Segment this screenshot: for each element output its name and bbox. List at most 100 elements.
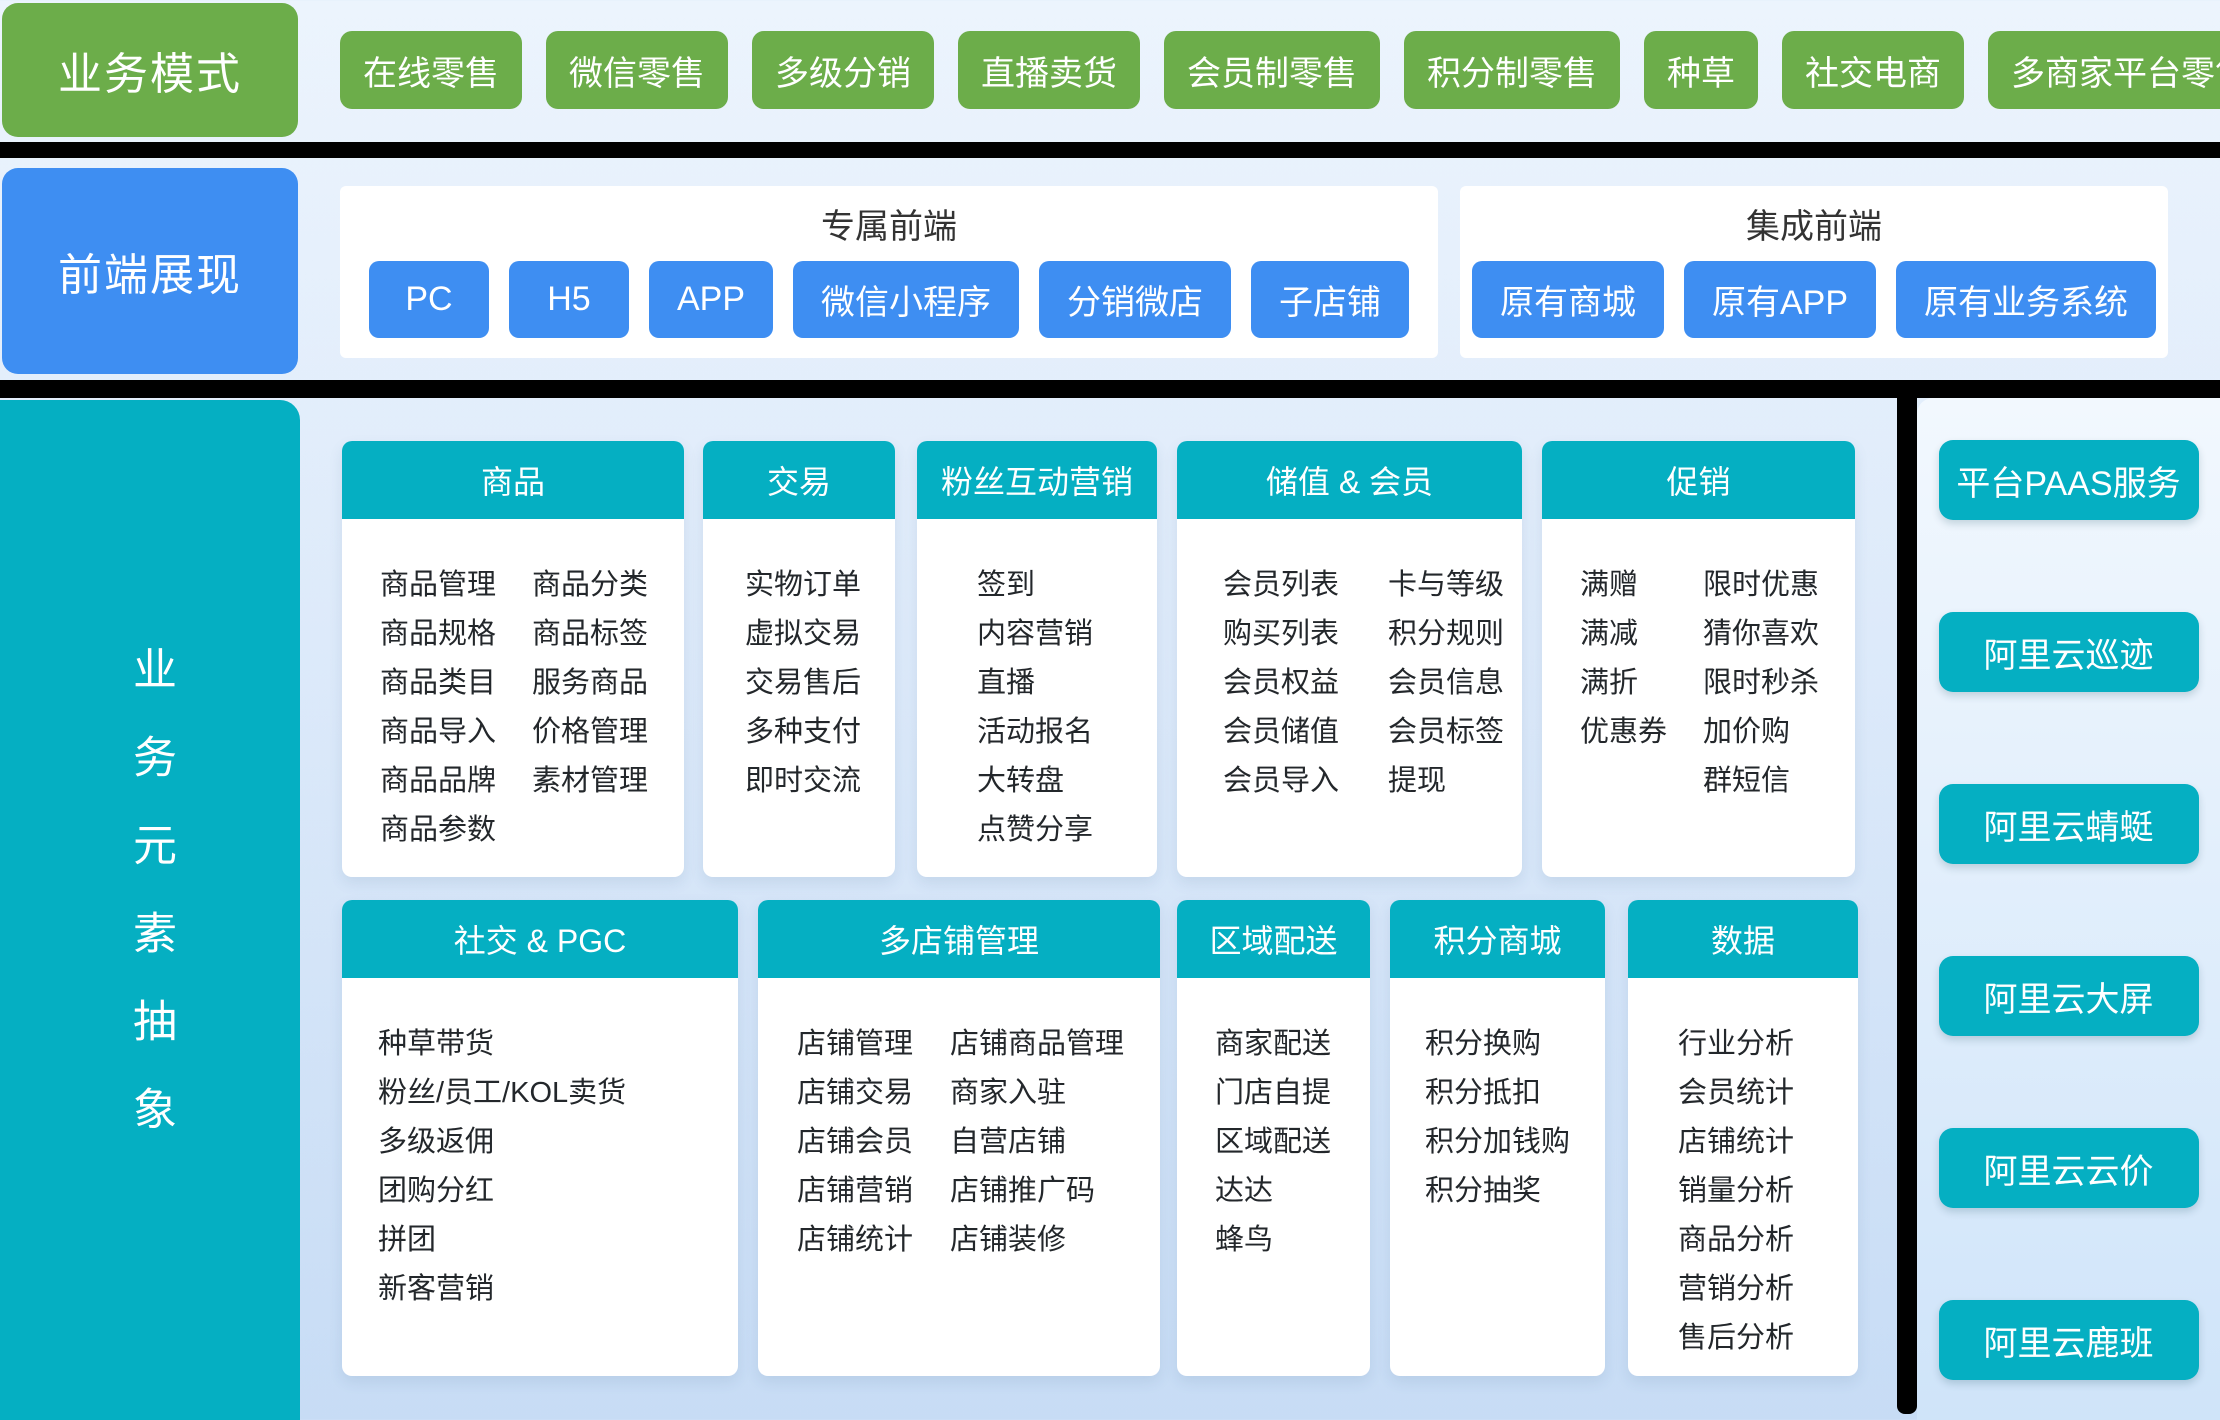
card-item: 售后分析 (1678, 1321, 1795, 1354)
card-fan-marketing-title: 粉丝互动营销 (917, 441, 1157, 519)
card-item: 店铺营销 (797, 1174, 914, 1207)
card-item: 商品品牌 (380, 764, 497, 797)
card-social-pgc: 社交 & PGC 种草带货粉丝/员工/KOL卖货多级返佣团购分红拼团新客营销 (342, 900, 738, 1376)
card-item: 点赞分享 (977, 813, 1094, 846)
business-mode-chip: 社交电商 (1782, 31, 1964, 109)
card-trade-title: 交易 (703, 441, 895, 519)
card-membership-col1: 会员列表购买列表会员权益会员储值会员导入 (1223, 557, 1388, 802)
card-points-mall: 积分商城 积分换购积分抵扣积分加钱购积分抽奖 (1390, 900, 1605, 1376)
card-item: 会员列表 (1223, 568, 1340, 601)
card-item: 群短信 (1703, 764, 1791, 797)
card-item: 店铺统计 (797, 1223, 914, 1256)
card-item: 卡与等级 (1388, 568, 1505, 601)
frontend-chip: 原有APP (1683, 261, 1877, 338)
card-data-col1: 行业分析会员统计店铺统计销量分析商品分析营销分析售后分析 (1678, 1016, 1794, 1359)
card-item: 直播 (977, 666, 1036, 699)
business-elements-label: 业务元素抽象 (0, 400, 300, 1420)
paas-service-chip: 阿里云鹿班 (1938, 1300, 2199, 1380)
card-item: 区域配送 (1215, 1125, 1332, 1158)
card-item: 营销分析 (1678, 1272, 1795, 1305)
card-item: 限时优惠 (1703, 568, 1820, 601)
card-item: 店铺交易 (797, 1076, 914, 1109)
card-item: 拼团 (378, 1223, 437, 1256)
card-item: 商品参数 (380, 813, 497, 846)
card-multistore-col1: 店铺管理店铺交易店铺会员店铺营销店铺统计 (797, 1016, 950, 1261)
card-item: 价格管理 (532, 715, 649, 748)
business-mode-chip: 积分制零售 (1404, 31, 1620, 109)
card-products-col1: 商品管理商品规格商品类目商品导入商品品牌商品参数 (380, 557, 532, 851)
card-item: 素材管理 (532, 764, 649, 797)
card-item: 店铺会员 (797, 1125, 914, 1158)
card-data-title: 数据 (1628, 900, 1858, 978)
card-item: 店铺商品管理 (950, 1027, 1125, 1060)
card-trade: 交易 实物订单虚拟交易交易售后多种支付即时交流 (703, 441, 895, 877)
card-item: 门店自提 (1215, 1076, 1332, 1109)
business-mode-chip: 多级分销 (752, 31, 934, 109)
card-item: 会员统计 (1678, 1076, 1795, 1109)
card-item: 活动报名 (977, 715, 1094, 748)
card-multistore: 多店铺管理 店铺管理店铺交易店铺会员店铺营销店铺统计 店铺商品管理商家入驻自营店… (758, 900, 1160, 1376)
card-item: 种草带货 (378, 1027, 495, 1060)
card-promotion: 促销 满赠满减满折优惠券 限时优惠猜你喜欢限时秒杀加价购群短信 (1542, 441, 1855, 877)
card-item: 会员信息 (1388, 666, 1505, 699)
card-products-col2: 商品分类商品标签服务商品价格管理素材管理 (532, 557, 648, 851)
card-item: 商品导入 (380, 715, 497, 748)
card-points-mall-title: 积分商城 (1390, 900, 1605, 978)
frontend-chip: 子店铺 (1251, 261, 1410, 338)
card-item: 商品管理 (380, 568, 497, 601)
card-item: 内容营销 (977, 617, 1094, 650)
frontend-chip: PC (368, 261, 489, 338)
frontend-chip: 原有业务系统 (1896, 261, 2157, 338)
card-products-title: 商品 (342, 441, 684, 519)
card-item: 交易售后 (745, 666, 862, 699)
card-item: 销量分析 (1678, 1174, 1795, 1207)
paas-sidebar: 平台PAAS服务阿里云巡迹阿里云蜻蜓阿里云大屏阿里云云价阿里云鹿班 (1917, 398, 2220, 1420)
frontend-chip: 分销微店 (1039, 261, 1232, 338)
card-item: 满折 (1580, 666, 1639, 699)
card-item: 积分规则 (1388, 617, 1505, 650)
card-data: 数据 行业分析会员统计店铺统计销量分析商品分析营销分析售后分析 (1628, 900, 1858, 1376)
card-item: 满赠 (1580, 568, 1639, 601)
card-item: 实物订单 (745, 568, 862, 601)
card-regional-delivery: 区域配送 商家配送门店自提区域配送达达蜂鸟 (1177, 900, 1370, 1376)
card-multistore-title: 多店铺管理 (758, 900, 1160, 978)
card-item: 积分抽奖 (1425, 1174, 1542, 1207)
card-regional-delivery-col1: 商家配送门店自提区域配送达达蜂鸟 (1215, 1016, 1331, 1261)
card-multistore-col2: 店铺商品管理商家入驻自营店铺店铺推广码店铺装修 (950, 1016, 1124, 1261)
card-item: 即时交流 (745, 764, 862, 797)
card-item: 自营店铺 (950, 1125, 1067, 1158)
card-item: 商品分析 (1678, 1223, 1795, 1256)
card-item: 新客营销 (378, 1272, 495, 1305)
card-membership: 储值 & 会员 会员列表购买列表会员权益会员储值会员导入 卡与等级积分规则会员信… (1177, 441, 1522, 877)
paas-service-chip: 平台PAAS服务 (1938, 440, 2199, 520)
card-item: 加价购 (1703, 715, 1791, 748)
business-mode-chip: 多商家平台零售 (1988, 31, 2220, 109)
card-item: 蜂鸟 (1215, 1223, 1274, 1256)
card-social-pgc-title: 社交 & PGC (342, 900, 738, 978)
card-item: 会员储值 (1223, 715, 1340, 748)
card-membership-col2: 卡与等级积分规则会员信息会员标签提现 (1388, 557, 1504, 802)
card-item: 粉丝/员工/KOL卖货 (378, 1076, 627, 1109)
separator-bar-top (0, 142, 2220, 158)
card-item: 达达 (1215, 1174, 1274, 1207)
card-item: 虚拟交易 (745, 617, 862, 650)
card-item: 购买列表 (1223, 617, 1340, 650)
card-item: 店铺装修 (950, 1223, 1067, 1256)
card-promotion-col2: 限时优惠猜你喜欢限时秒杀加价购群短信 (1703, 557, 1819, 802)
card-item: 满减 (1580, 617, 1639, 650)
card-item: 店铺管理 (797, 1027, 914, 1060)
card-promotion-title: 促销 (1542, 441, 1855, 519)
card-item: 团购分红 (378, 1174, 495, 1207)
business-mode-chip: 直播卖货 (958, 31, 1140, 109)
card-item: 商家配送 (1215, 1027, 1332, 1060)
card-item: 积分抵扣 (1425, 1076, 1542, 1109)
card-item: 行业分析 (1678, 1027, 1795, 1060)
card-item: 猜你喜欢 (1703, 617, 1820, 650)
business-mode-chip: 在线零售 (340, 31, 522, 109)
card-item: 服务商品 (532, 666, 649, 699)
card-item: 优惠券 (1580, 715, 1668, 748)
card-item: 会员标签 (1388, 715, 1505, 748)
frontend-chip: 微信小程序 (793, 261, 1020, 338)
